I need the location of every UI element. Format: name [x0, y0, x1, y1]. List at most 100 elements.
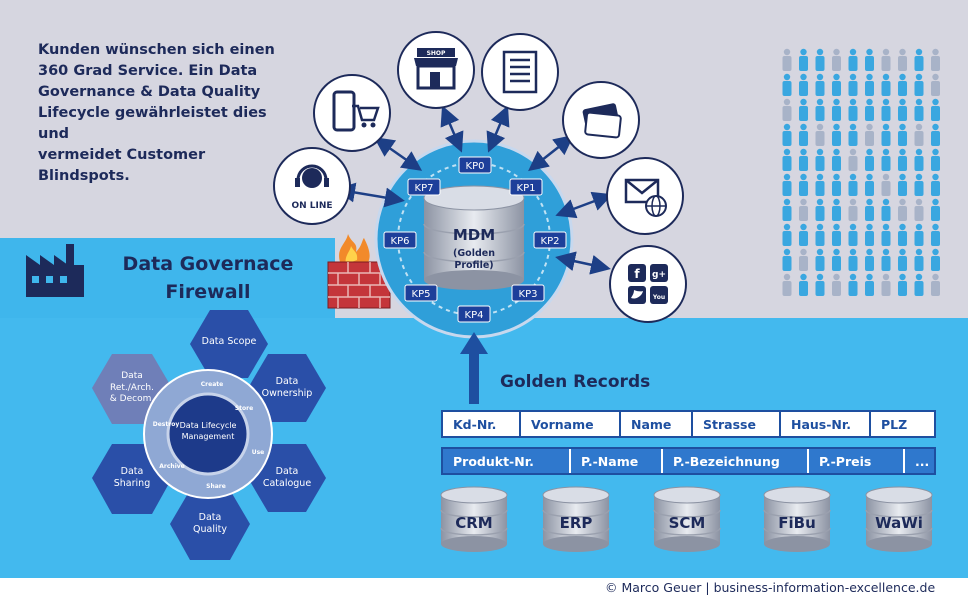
person-icon — [914, 98, 924, 121]
touchpoint-label: KP5 — [412, 289, 431, 300]
factory-icon — [26, 244, 84, 297]
person-icon — [848, 273, 858, 296]
hex-data-catalogue — [248, 444, 326, 512]
person-icon — [898, 273, 907, 296]
column-header: PLZ — [881, 416, 908, 432]
ring-step: Share — [206, 483, 226, 490]
person-icon — [931, 48, 940, 71]
person-icon — [848, 73, 858, 96]
lifecycle-center-label: Data Lifecycle Management — [168, 420, 248, 442]
database-icon — [542, 486, 610, 552]
person-icon — [848, 148, 858, 171]
person-icon — [815, 248, 825, 271]
person-icon — [881, 73, 891, 96]
person-icon — [865, 48, 874, 71]
intro-line: Kunden wünschen sich einen — [38, 42, 275, 58]
store-icon — [414, 48, 458, 90]
person-icon — [815, 123, 825, 146]
person-icon — [931, 98, 940, 121]
person-icon — [782, 98, 792, 121]
hex-label-data-scope: Data Scope — [190, 336, 268, 348]
person-icon — [815, 148, 825, 171]
touchpoints: KP0 KP1 KP2 KP3 KP4 KP5 KP6 KP7 — [383, 156, 567, 323]
person-icon — [799, 223, 808, 246]
online-label: ON LINE — [291, 201, 332, 211]
person-icon — [881, 148, 891, 171]
hex-label-line: Ownership — [261, 388, 313, 399]
column-header: P.-Preis — [809, 449, 905, 473]
person-icon — [914, 48, 924, 71]
touchpoint-kp6: KP6 — [383, 231, 417, 249]
person-icon — [865, 173, 874, 196]
mdm-subtitle: (Golden — [453, 248, 495, 259]
person-icon — [914, 198, 924, 221]
headset-icon — [295, 164, 329, 188]
mdm-subtitle: Profile) — [454, 260, 493, 271]
person-icon — [815, 73, 825, 96]
person-icon — [832, 48, 841, 71]
column-header: Strasse — [693, 412, 781, 436]
mail-globe-icon — [624, 178, 667, 217]
touchpoint-label: KP3 — [519, 289, 538, 300]
person-icon — [914, 273, 924, 296]
hex-label-line: Quality — [193, 524, 227, 535]
product-record-row: Produkt-Nr. P.-Name P.-Bezeichnung P.-Pr… — [441, 447, 936, 475]
person-icon — [848, 198, 858, 221]
person-icon — [881, 98, 891, 121]
person-icon — [815, 198, 825, 221]
touchpoint-label: KP6 — [391, 236, 410, 247]
person-icon — [782, 123, 792, 146]
channel-mobile-shop — [313, 74, 391, 152]
person-icon — [881, 198, 891, 221]
database-icon — [440, 486, 508, 552]
hex-label-line: Data — [275, 376, 299, 387]
person-icon — [815, 98, 825, 121]
person-icon — [832, 273, 841, 296]
person-icon — [914, 248, 924, 271]
person-icon — [782, 73, 792, 96]
hex-label-line: Data Scope — [201, 336, 257, 347]
person-icon — [782, 173, 792, 196]
credit-card-icon — [582, 103, 622, 139]
mdm-title: MDM — [453, 226, 495, 244]
hex-label-line: Data — [120, 466, 144, 477]
column-header: P.-Bezeichnung — [663, 449, 809, 473]
svg-text:f: f — [634, 267, 640, 281]
intro-line: Lifecycle gewährleistet dies und — [38, 105, 267, 142]
ring-step: Destroy — [153, 421, 180, 428]
ring-step: Store — [235, 405, 253, 412]
person-icon — [799, 198, 808, 221]
person-icon — [931, 173, 940, 196]
person-icon — [782, 273, 792, 296]
ring-step: Create — [201, 381, 223, 388]
hex-label-line: Sharing — [113, 478, 151, 489]
person-icon — [848, 48, 858, 71]
person-icon — [914, 148, 924, 171]
person-icon — [832, 148, 841, 171]
person-icon — [914, 73, 924, 96]
person-icon — [865, 123, 874, 146]
person-icon — [782, 48, 792, 71]
person-icon — [832, 73, 841, 96]
hex-label-data-sharing: Data Sharing — [92, 466, 172, 490]
column-header: ... — [915, 453, 930, 469]
copyright-text: © Marco Geuer | business-information-exc… — [605, 580, 936, 595]
database-scm: SCM — [652, 486, 722, 554]
person-icon — [832, 98, 841, 121]
firewall-title-line: Firewall — [165, 281, 251, 303]
person-icon — [914, 223, 924, 246]
column-header: Vorname — [521, 412, 621, 436]
customer-crowd — [782, 48, 940, 296]
person-icon — [865, 148, 874, 171]
column-header: P.-Name — [571, 449, 663, 473]
touchpoint-label: KP2 — [541, 236, 560, 247]
hex-data-scope — [190, 310, 268, 378]
golden-records-arrow — [460, 332, 488, 404]
svg-text:g+: g+ — [652, 270, 666, 280]
touchpoint-kp7: KP7 — [407, 178, 441, 196]
database-label: WaWi — [875, 514, 923, 532]
touchpoint-kp3: KP3 — [511, 284, 545, 302]
person-icon — [865, 198, 874, 221]
database-fibu: FiBu — [762, 486, 832, 554]
